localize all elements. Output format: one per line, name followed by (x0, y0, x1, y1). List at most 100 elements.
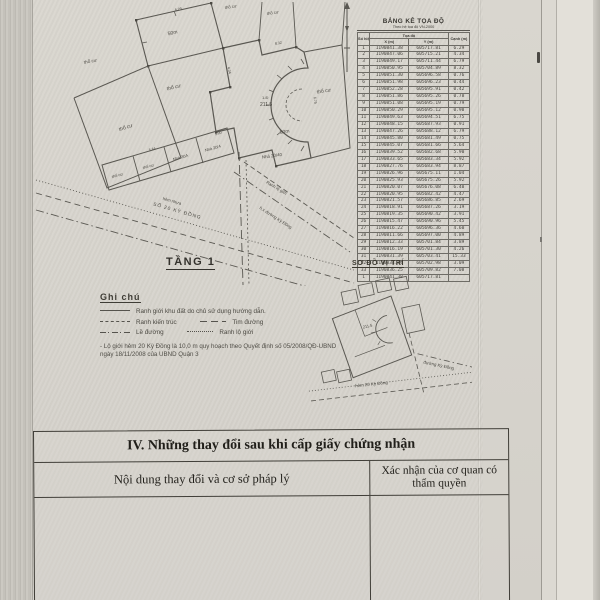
table-row: 1 1190841.38 605717.81 6.29 (356, 44, 471, 53)
table-row: 20 1190825.93 605675.26 5.92 (356, 176, 471, 185)
legend-item-label: Ranh lộ giới (219, 329, 254, 336)
empty-cell-confirmation (369, 495, 510, 600)
section-iv-empty-rows (34, 495, 510, 600)
table-row: 23 1190821.57 605686.85 2.69 (356, 197, 471, 206)
column-header-content: Nội dung thay đổi và cơ sở pháp lý (113, 470, 290, 487)
north-arrow-icon (344, 2, 350, 72)
land-type-label: thổ cư (111, 171, 124, 179)
section-iv-title: IV. Những thay đổi sau khi cấp giấy chứn… (34, 429, 509, 463)
line-sample-longdash (200, 321, 227, 323)
street-hx-ky-dong: Ranh lộ giới h.x đường Kỳ Đồng (233, 161, 355, 253)
table-row: 11 1190849.63 605694.51 6.75 (356, 114, 471, 122)
legend-row: Ranh giới khu đất do chủ sử dụng hướng d… (100, 307, 355, 318)
table-row: 25 1190819.35 605690.42 3.91 (356, 211, 471, 220)
table-row: 28 1190811.66 605697.00 4.89 (356, 232, 471, 241)
table-row: 22 1190820.95 605682.42 4.47 (356, 190, 471, 199)
empty-cell-content (34, 496, 370, 600)
paper-edge-strip (542, 0, 556, 600)
table-row: 2 1190847.06 605715.21 4.34 (356, 51, 471, 60)
legend-item-label: Lề đường (136, 329, 164, 336)
parcel-main-plot: 1-Đ 211.5 50m (209, 39, 312, 168)
svg-text:8.32: 8.32 (275, 41, 283, 46)
table-row: 21 1190820.07 605676.08 6.40 (356, 183, 471, 192)
ink-speck-2 (540, 237, 542, 242)
paper-background (33, 0, 600, 600)
paper-edge-line (541, 0, 542, 600)
table-row: 8 1190851.86 605695.26 0.78 (356, 93, 471, 102)
column-header-confirmation: Xác nhận của cơ quan có thẩm quyền (369, 460, 509, 495)
location-plot-label: 211.5 (362, 322, 373, 329)
table-row: 18 1190827.76 605683.94 8.87 (356, 162, 471, 171)
line-sample-dotted (187, 331, 214, 333)
location-streets: hẻm 20 Kỳ Đồng đường Kỳ Đồng (308, 332, 472, 402)
street-hem-20: hẻm nhựa SỐ 20 KỲ ĐỒNG (35, 179, 355, 286)
land-type-label: thổ cư (142, 162, 155, 170)
table-row: 10 1190850.29 605695.12 0.90 (356, 107, 471, 116)
table-row: 3 1190849.17 605711.44 6.79 (356, 58, 471, 67)
table-row: 29 1190812.33 605701.84 3.89 (356, 239, 471, 248)
table-row: 19 1190826.96 605675.11 1.04 (356, 169, 471, 178)
col-header-edge: Cạnh (m) (447, 31, 471, 46)
street-name-label: hẻm 20 Kỳ Đồng (355, 380, 389, 388)
land-type-label: thổ cư (83, 57, 97, 65)
arc-tick-marks (266, 58, 305, 152)
table-row: 4 1190850.95 605704.89 8.32 (356, 65, 471, 74)
plot-number-label: 1-Đ (262, 95, 269, 100)
street-name-label: hẻm nhựa (162, 196, 182, 206)
table-row: 17 1190833.65 605683.34 5.92 (356, 155, 471, 164)
legend: Ghi chú Ranh giới khu đất do chủ sử dụng… (100, 287, 355, 360)
line-sample-dashdot (100, 331, 130, 333)
parcel-area-label: 50m (167, 29, 178, 37)
floor-plan-title: TẦNG 1 (166, 256, 216, 270)
col-header-point: Số hiệu Mốc (356, 31, 371, 46)
ink-speck (537, 52, 540, 63)
section-iv-table: IV. Những thay đổi sau khi cấp giấy chứn… (33, 428, 511, 600)
legend-item-label: Tim đường (232, 318, 264, 326)
table-row: 6 1190851.98 605696.23 0.44 (356, 79, 471, 88)
line-sample-dash (100, 320, 130, 323)
table-row: 24 1190818.91 605687.26 3.19 (356, 204, 471, 213)
table-row: 5 1190851.30 605696.58 0.76 (356, 72, 471, 81)
parcel-upper: 50m (135, 2, 225, 68)
dimension-labels: 6.29 4.34 8.32 6.75 5.64 5.90 (148, 7, 317, 153)
table-row: 12 1190848.15 605687.93 0.91 (356, 120, 471, 129)
svg-text:4.34: 4.34 (226, 66, 231, 74)
binding-edge (0, 0, 33, 600)
photo-right-edge (593, 0, 600, 600)
legend-item-label: Ranh giới khu đất do chủ sử dụng hướng d… (136, 308, 266, 315)
land-type-label: thổ cư (118, 122, 134, 133)
table-row: 26 1190815.47 605690.96 5.45 (356, 218, 471, 227)
land-type-label: thổ cư (166, 82, 182, 92)
svg-text:6.29: 6.29 (174, 7, 182, 12)
table-row: 15 1190845.07 605681.66 5.64 (356, 141, 471, 150)
parcel-row: thổ cư thổ cư Nhà 30A Nhà 20/4 (101, 127, 235, 191)
table-row: 30 1190816.19 605701.30 4.26 (356, 246, 471, 255)
table-row: 27 1190816.22 605696.36 4.60 (356, 225, 471, 234)
svg-text:5.64: 5.64 (148, 147, 156, 153)
legend-item-label: Ranh kiến trúc (136, 318, 177, 326)
land-type-label: thổ cư (224, 3, 237, 10)
legend-row: Lề đường Ranh lộ giới (100, 328, 355, 339)
boundary-label: Ranh lộ giới (265, 180, 287, 196)
location-diagram: 211.5 hẻm 20 Kỳ Đồng đường Kỳ Đồng (308, 275, 472, 402)
floor-plan-drawing: 50m thổ cư thổ cư thổ cư (35, 1, 355, 286)
coordinate-table-title: BẢNG KÊ TỌA ĐỘ (382, 18, 445, 25)
line-sample-solid (100, 310, 130, 312)
table-row: 7 1190852.28 605695.91 0.42 (356, 86, 471, 95)
land-type-label: thổ cư (266, 9, 279, 16)
house-number-label: Nhà 20/4 (204, 143, 222, 152)
table-row: 16 1190839.52 605682.68 5.90 (356, 148, 471, 157)
house-number-label: Nhà 30A (172, 153, 189, 162)
table-row: 14 1190845.80 605681.49 0.75 (356, 134, 471, 143)
location-diagram-title: SƠ ĐỒ VỊ TRÍ (352, 260, 405, 268)
vertical-lane (238, 151, 250, 286)
parcel-left: thổ cư (73, 65, 182, 189)
parcel-area-label: 50m (279, 128, 290, 136)
street-name-label: đường Kỳ Đồng (423, 360, 455, 371)
coordinate-rows: 1 1190841.38 605717.81 6.29 2 1190847.06… (356, 44, 471, 282)
table-row: 32 1190834.44 605702.98 3.09 (356, 260, 471, 268)
parcel-right: thổ cư (258, 1, 351, 159)
svg-text:6.75: 6.75 (313, 97, 318, 104)
coordinate-table: BẢNG KÊ TỌA ĐỘ Theo hệ tọa độ VN-2000 Số… (356, 18, 471, 282)
legend-note: - Lộ giới hẻm 20 Kỳ Đồng là 10,0 m quy h… (100, 342, 337, 359)
